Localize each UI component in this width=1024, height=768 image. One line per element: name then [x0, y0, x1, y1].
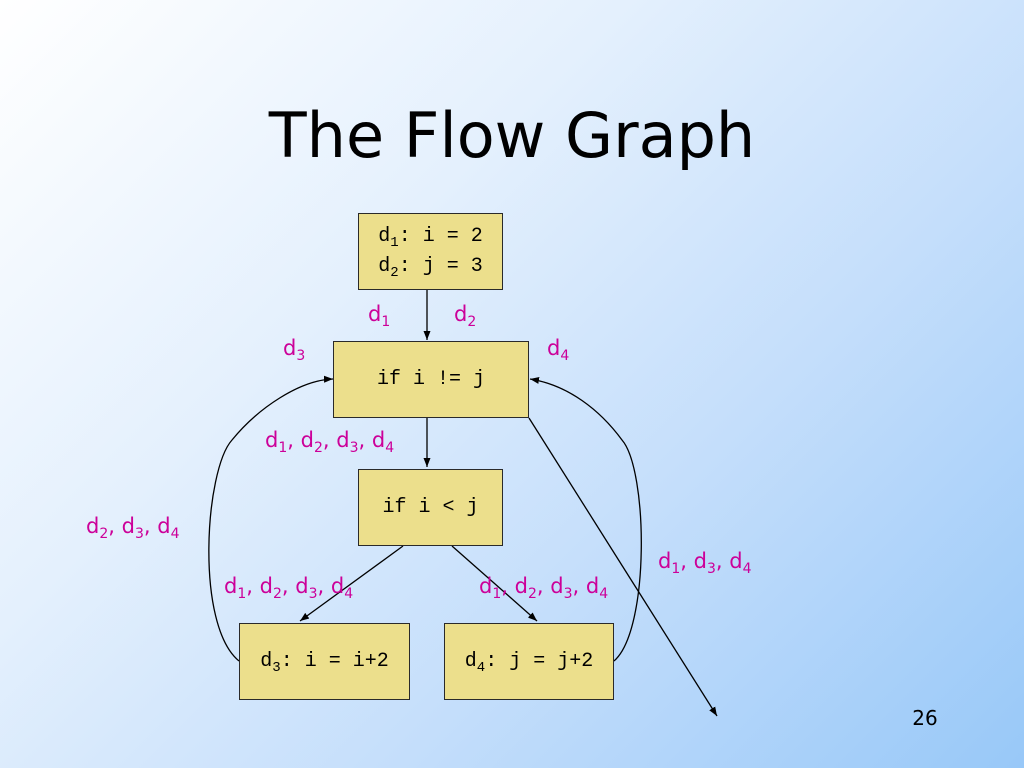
definition-ref: d4: [729, 549, 752, 577]
definition-ref: d3: [121, 514, 144, 542]
label-entry-out-d2: d2: [454, 302, 477, 330]
label-cond2-to-left: d1, d2, d3, d4: [224, 574, 354, 602]
page-number: 26: [912, 706, 938, 730]
definition-ref: d3: [283, 336, 306, 364]
definition-ref: d4: [330, 574, 354, 602]
definition-ref: d3: [550, 574, 573, 602]
definition-ref: d2: [300, 428, 323, 456]
definition-ref: d2: [259, 574, 282, 602]
node-entry: d1: i = 2 d2: j = 3: [358, 213, 503, 290]
definition-ref: d4: [585, 574, 609, 602]
node-right: d4: j = j+2: [444, 623, 614, 700]
left-text: d3: i = i+2: [260, 649, 389, 676]
entry-line-1: d1: i = 2: [378, 224, 483, 251]
definition-ref: d4: [371, 428, 395, 456]
label-cond1-in-left: d3: [283, 336, 306, 364]
definition-ref: d1: [368, 302, 391, 330]
right-text: d4: j = j+2: [464, 649, 594, 676]
cond1-text: if i != j: [376, 367, 486, 391]
definition-ref: d1: [224, 574, 247, 602]
edge-cond1-exit: [528, 417, 718, 717]
definition-ref: d2: [86, 514, 109, 542]
edge-cond2-to-right: [451, 545, 538, 622]
definition-ref: d4: [547, 336, 570, 364]
label-cond1-in-right: d4: [547, 336, 570, 364]
label-cond1-exit: d1, d3, d4: [658, 549, 752, 577]
cond2-text: if i < j: [382, 495, 479, 519]
label-entry-out-d1: d1: [368, 302, 391, 330]
label-left-back-edge: d2, d3, d4: [86, 514, 180, 542]
definition-ref: d2: [454, 302, 477, 330]
node-cond1: if i != j: [333, 341, 529, 418]
definition-ref: d3: [295, 574, 318, 602]
entry-line-2: d2: j = 3: [378, 254, 483, 281]
definition-ref: d2: [514, 574, 537, 602]
edge-left-back-to-cond1: [208, 375, 334, 662]
edge-cond2-to-left: [299, 545, 404, 622]
definition-ref: d1: [479, 574, 502, 602]
node-left: d3: i = i+2: [239, 623, 410, 700]
definition-ref: d1: [265, 428, 288, 456]
slide-title: The Flow Graph: [268, 99, 756, 172]
definition-ref: d1: [658, 549, 681, 577]
label-cond2-to-right: d1, d2, d3, d4: [479, 574, 609, 602]
definition-ref: d3: [336, 428, 359, 456]
definition-ref: d4: [157, 514, 180, 542]
edge-right-back-to-cond1: [529, 376, 642, 662]
node-cond2: if i < j: [358, 469, 503, 546]
label-cond1-to-cond2: d1, d2, d3, d4: [265, 428, 395, 456]
definition-ref: d3: [693, 549, 716, 577]
